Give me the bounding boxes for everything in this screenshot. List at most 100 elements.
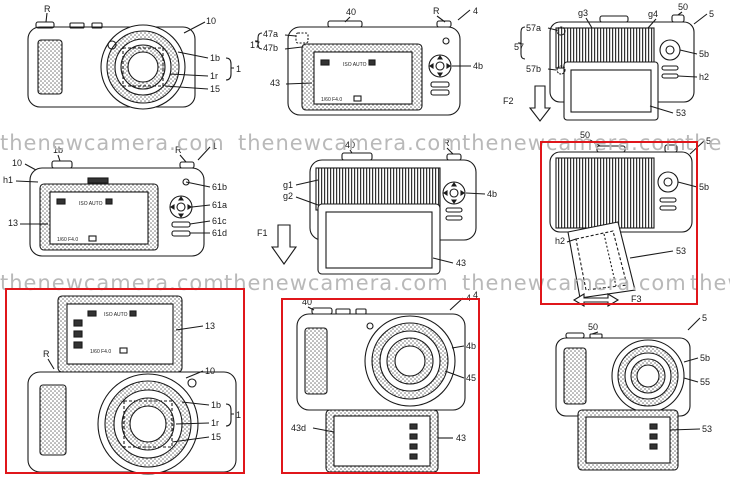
label-53: 53	[676, 108, 686, 118]
watermark-text: thenewcamera.com	[0, 271, 225, 295]
panel-tilt-screen-middle	[270, 152, 477, 275]
highlight-box-swivel	[540, 141, 698, 305]
label-10: 10	[12, 158, 22, 168]
panel1-labels: R 10 1b 1r 15 1	[44, 4, 241, 94]
panel-back-camera-middle: ISO AUTO 1/60 F4.0	[29, 160, 205, 257]
label-4: 4	[473, 6, 478, 16]
watermark-text: thenewcamera.com	[238, 131, 463, 155]
label-r: R	[433, 6, 440, 16]
panel2-labels: 40 R 4 17 47a 47b 43 4b	[250, 6, 483, 88]
label-5: 5	[702, 313, 707, 323]
label-50: 50	[580, 130, 590, 140]
label-h1: h1	[3, 175, 13, 185]
label-g4: g4	[648, 9, 658, 19]
label-4b: 4b	[473, 61, 483, 71]
label-g1: g1	[283, 180, 293, 190]
label-43: 43	[270, 78, 280, 88]
panel-front-flip-down	[296, 307, 466, 473]
label-61d: 61d	[212, 228, 227, 238]
screen-shutter-aperture: 1/60 F4.0	[321, 97, 342, 103]
screen-shutter-aperture: 1/60 F4.0	[57, 237, 78, 243]
label-47b: 47b	[263, 43, 278, 53]
screen-shutter-aperture: 1/60 F4.0	[90, 349, 111, 355]
label-5b: 5b	[699, 49, 709, 59]
label-61a: 61a	[212, 200, 227, 210]
label-4b: 4b	[466, 341, 476, 351]
label-5b: 5b	[699, 182, 709, 192]
highlight-box-flip-up	[5, 288, 245, 474]
label-5b: 5b	[700, 353, 710, 363]
panel1-leaders	[45, 12, 234, 90]
highlight-box-flip-down	[281, 298, 480, 474]
label-1b: 1b	[53, 145, 63, 155]
label-13: 13	[8, 218, 18, 228]
label-17: 17	[250, 40, 260, 50]
panel-front-camera-top	[27, 21, 196, 110]
label-53: 53	[702, 424, 712, 434]
label-h2: h2	[555, 236, 565, 246]
label-g3: g3	[578, 8, 588, 18]
label-57a: 57a	[526, 23, 541, 33]
panel5-leaders	[295, 147, 486, 264]
panel4-leaders	[15, 146, 211, 234]
label-50: 50	[678, 2, 688, 12]
label-53: 53	[676, 246, 686, 256]
panel-swivel-screen-middle	[549, 144, 693, 307]
watermark-text: thenewcamera.com	[0, 131, 225, 155]
screen-iso-auto: ISO AUTO	[343, 62, 367, 68]
panel-sliding-screen-top	[528, 14, 695, 122]
label-40: 40	[345, 140, 355, 150]
label-50: 50	[588, 322, 598, 332]
label-1b: 1b	[211, 400, 221, 410]
label-f3: F3	[631, 294, 642, 304]
panel5-labels: 40 R g1 g2 4b F1 43 4	[257, 138, 497, 300]
label-61c: 61c	[212, 216, 227, 226]
panel9-leaders	[591, 317, 701, 431]
label-1r: 1r	[210, 71, 218, 81]
screen-iso-auto: ISO AUTO	[104, 312, 128, 318]
label-5: 5	[706, 136, 711, 146]
panel9-labels: 5 50 5b 55 53	[588, 313, 712, 434]
panel6-labels: 50 5 5b h2 53 F3	[555, 130, 711, 304]
label-r: R	[43, 349, 50, 359]
label-43d: 43d	[291, 423, 306, 433]
label-1r: 1r	[211, 418, 219, 428]
label-57: 57	[514, 42, 524, 52]
label-4: 4	[473, 290, 478, 300]
label-15: 15	[211, 432, 221, 442]
label-5: 5	[709, 9, 714, 19]
label-1: 1	[236, 64, 241, 74]
panel-front-tilt-down	[555, 332, 691, 471]
label-r: R	[443, 138, 450, 148]
highlight-boxes	[5, 141, 698, 474]
label-47a: 47a	[263, 29, 278, 39]
panel7-labels: 13 R 10 1b 1r 15 1	[43, 321, 241, 442]
panel-back-camera-top: ISO AUTO 1/60 F4.0	[287, 20, 461, 116]
label-40: 40	[346, 7, 356, 17]
label-15: 15	[210, 84, 220, 94]
panel3-leaders	[518, 11, 708, 114]
label-61b: 61b	[212, 182, 227, 192]
label-57b: 57b	[526, 64, 541, 74]
label-r: R	[175, 145, 182, 155]
label-h2: h2	[699, 72, 709, 82]
label-1: 1	[236, 410, 241, 420]
label-g2: g2	[283, 191, 293, 201]
watermark-text: thenewcamera.com	[224, 271, 449, 295]
label-10: 10	[205, 366, 215, 376]
label-43: 43	[456, 433, 466, 443]
panel2-leaders	[255, 9, 471, 85]
panel3-labels: 57 57a 57b g3 g4 50 5 5b h2 53 F2	[503, 2, 714, 118]
panel4-labels: 1b 10 R 1 h1 61b 61a 61c 61d 13	[3, 141, 227, 238]
panel-flip-up-screen: ISO AUTO 1/60 F4.0	[27, 295, 237, 475]
label-45: 45	[466, 373, 476, 383]
label-f2: F2	[503, 96, 514, 106]
label-10: 10	[206, 16, 216, 26]
label-r: R	[44, 4, 51, 14]
watermark-text: thenewcamera.com	[462, 271, 687, 295]
label-1: 1	[212, 141, 217, 151]
screen-iso-auto: ISO AUTO	[79, 201, 103, 207]
label-40: 40	[302, 297, 312, 307]
